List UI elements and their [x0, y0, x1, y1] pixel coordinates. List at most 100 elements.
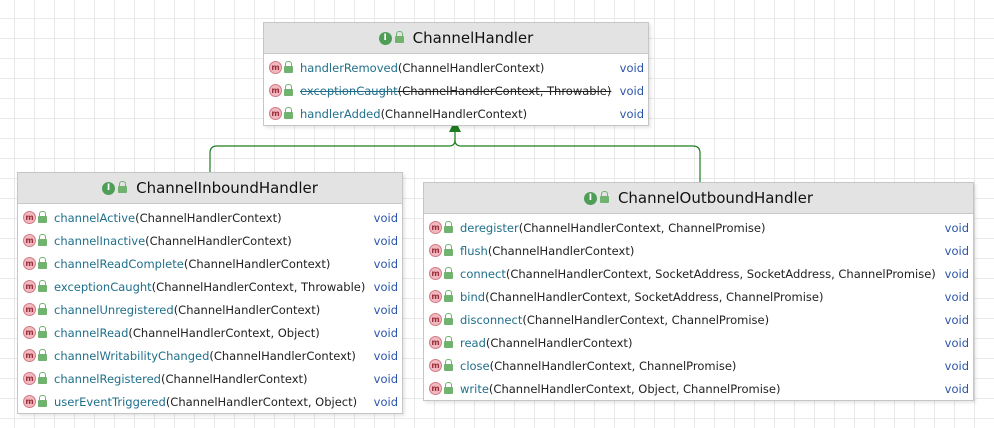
method-row[interactable]: m handlerAdded(ChannelHandlerContext) vo…	[264, 102, 648, 125]
public-lock-icon	[444, 381, 453, 394]
method-params: (ChannelHandlerContext)	[145, 233, 292, 248]
method-name: close	[460, 358, 490, 373]
interface-icon: I	[378, 31, 392, 45]
public-lock-icon	[38, 325, 47, 338]
method-params: (ChannelHandlerContext)	[209, 348, 356, 363]
public-lock-icon	[444, 358, 453, 371]
return-type: void	[944, 335, 969, 350]
method-name: deregister	[460, 220, 519, 235]
method-name: channelRead	[54, 325, 129, 340]
public-lock-icon	[38, 302, 47, 315]
method-name: read	[460, 335, 486, 350]
method-row[interactable]: m channelUnregistered(ChannelHandlerConte…	[18, 298, 402, 321]
return-type: void	[373, 325, 398, 340]
public-lock-icon	[444, 220, 453, 233]
return-type: void	[944, 289, 969, 304]
method-name: userEventTriggered	[54, 394, 166, 409]
public-lock-icon	[38, 394, 47, 407]
method-params: (ChannelHandlerContext, Object, ChannelP…	[488, 381, 781, 396]
method-row[interactable]: m handlerRemoved(ChannelHandlerContext) …	[264, 56, 648, 79]
method-name: bind	[460, 289, 486, 304]
method-params: (ChannelHandlerContext, ChannelPromise)	[518, 220, 766, 235]
method-icon: m	[23, 211, 36, 224]
return-type: void	[944, 243, 969, 258]
public-lock-icon	[444, 266, 453, 279]
class-name: ChannelOutboundHandler	[617, 189, 814, 207]
class-name: ChannelHandler	[412, 29, 534, 47]
public-lock-icon	[38, 371, 47, 384]
public-lock-icon	[38, 348, 47, 361]
method-icon: m	[429, 313, 442, 326]
public-lock-icon	[38, 279, 47, 292]
method-params: (ChannelHandlerContext, Throwable)	[151, 279, 366, 294]
method-name: channelUnregistered	[54, 302, 174, 317]
method-params: (ChannelHandlerContext)	[183, 256, 331, 271]
method-name: disconnect	[460, 312, 523, 327]
public-lock-icon	[599, 191, 609, 203]
inheritance-arrowhead	[449, 120, 461, 132]
method-params: (ChannelHandlerContext, SocketAddress, S…	[505, 266, 936, 281]
method-name: channelWritabilityChanged	[54, 348, 210, 363]
return-type: void	[373, 210, 398, 225]
return-type: void	[619, 60, 644, 75]
method-icon: m	[23, 349, 36, 362]
method-icon: m	[269, 107, 282, 120]
method-row[interactable]: m channelRegistered(ChannelHandlerContext…	[18, 367, 402, 390]
method-icon: m	[23, 326, 36, 339]
method-icon: m	[23, 280, 36, 293]
method-params: (ChannelHandlerContext, Throwable)	[397, 83, 612, 98]
method-row-deprecated[interactable]: m exceptionCaught(ChannelHandlerContext,…	[264, 79, 648, 102]
method-params: (ChannelHandlerContext)	[380, 106, 528, 121]
return-type: void	[373, 302, 398, 317]
class-box-channel-handler[interactable]: I ChannelHandler m handlerRemoved(Channe…	[263, 22, 649, 126]
class-name: ChannelInboundHandler	[136, 179, 318, 197]
public-lock-icon	[444, 335, 453, 348]
return-type: void	[944, 381, 969, 396]
method-icon: m	[429, 221, 442, 234]
method-icon: m	[269, 84, 282, 97]
method-icon: m	[23, 372, 36, 385]
public-lock-icon	[394, 31, 404, 43]
method-name: channelReadComplete	[54, 256, 184, 271]
public-lock-icon	[284, 106, 293, 119]
method-name: channelRegistered	[54, 371, 161, 386]
method-params: (ChannelHandlerContext, Object)	[165, 394, 358, 409]
return-type: void	[619, 83, 644, 98]
return-type: void	[944, 266, 969, 281]
method-row[interactable]: m deregister(ChannelHandlerContext, Chann…	[424, 216, 973, 239]
return-type: void	[373, 256, 398, 271]
method-params: (ChannelHandlerContext)	[397, 60, 545, 75]
method-icon: m	[23, 303, 36, 316]
public-lock-icon	[118, 181, 128, 193]
method-row[interactable]: m channelWritabilityChanged(ChannelHandle…	[18, 344, 402, 367]
return-type: void	[944, 220, 969, 235]
method-params: (ChannelHandlerContext)	[160, 371, 308, 386]
return-type: void	[944, 358, 969, 373]
method-name: channelInactive	[54, 233, 146, 248]
outbound-extends-line	[454, 139, 701, 184]
return-type: void	[373, 348, 398, 363]
public-lock-icon	[38, 256, 47, 269]
public-lock-icon	[444, 312, 453, 325]
method-icon: m	[23, 234, 36, 247]
method-name: handlerRemoved	[300, 60, 398, 75]
method-params: (ChannelHandlerContext)	[487, 243, 635, 258]
method-params: (ChannelHandlerContext)	[173, 302, 321, 317]
